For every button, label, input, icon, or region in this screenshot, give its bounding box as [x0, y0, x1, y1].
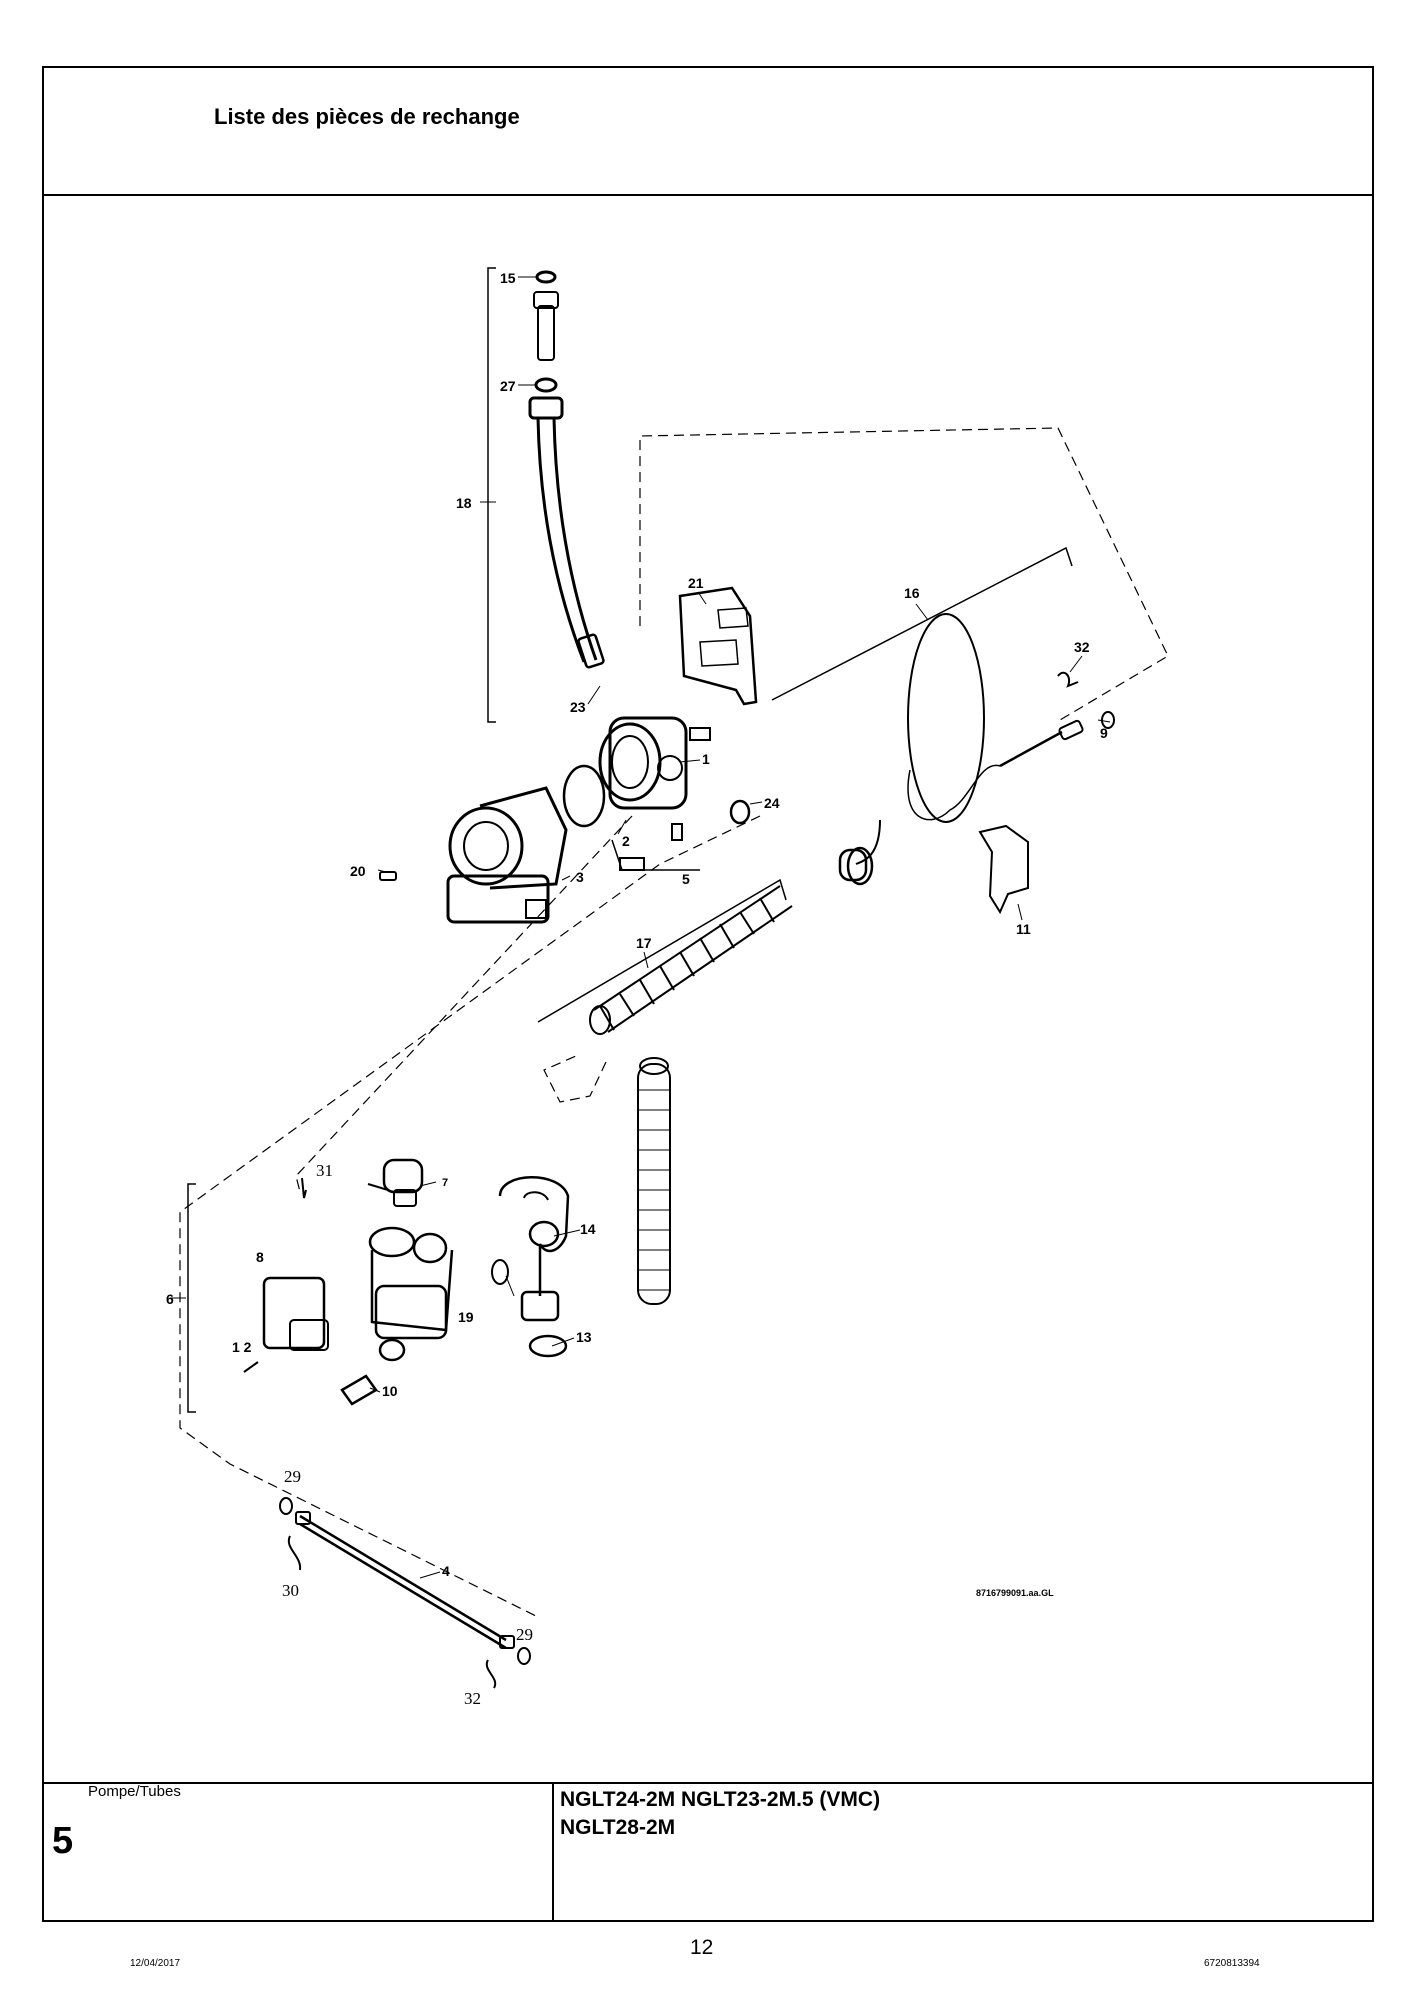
callout-18: 18 — [456, 495, 472, 511]
callout-1: 1 — [702, 751, 710, 767]
section-number: 5 — [52, 1820, 74, 1862]
callout-4: 4 — [442, 1563, 450, 1579]
callout-13: 13 — [576, 1329, 592, 1345]
callout-3: 3 — [576, 869, 584, 885]
callout-5: 5 — [682, 871, 690, 887]
callout-9: 9 — [1100, 725, 1108, 741]
header-divider — [44, 194, 1372, 196]
callout-29-bottom: 29 — [516, 1625, 533, 1644]
callout-27: 27 — [500, 378, 516, 394]
callout-12: 1 2 — [232, 1339, 252, 1355]
model-line-1: NGLT24-2M NGLT23-2M.5 (VMC) — [560, 1788, 881, 1811]
callout-30: 30 — [282, 1581, 299, 1600]
footer-divider — [44, 1782, 1372, 1784]
callout-7: 7 — [442, 1177, 448, 1189]
callout-11: 11 — [1016, 921, 1031, 937]
page-number: 12 — [690, 1936, 714, 1959]
callout-16: 16 — [904, 585, 920, 601]
section-label: Pompe/Tubes — [88, 1783, 181, 1800]
callout-31: 31 — [316, 1161, 333, 1180]
callout-15: 15 — [500, 270, 516, 286]
callout-8: 8 — [256, 1249, 264, 1265]
callout-23: 23 — [570, 699, 586, 715]
callout-32-top: 32 — [1074, 639, 1090, 655]
callout-19: 19 — [458, 1309, 474, 1325]
page-frame: Liste des pièces de rechange Pompe/Tubes… — [42, 66, 1374, 1922]
document-number: 6720813394 — [1204, 1958, 1260, 1969]
callout-2: 2 — [622, 833, 630, 849]
callout-24: 24 — [764, 795, 780, 811]
drawing-reference: 8716799091.aa.GL — [976, 1588, 1054, 1598]
footer-column-divider — [552, 1782, 554, 1922]
callout-14: 14 — [580, 1221, 596, 1237]
callout-6: 6 — [166, 1291, 174, 1307]
callout-29-top: 29 — [284, 1467, 301, 1486]
callout-10: 10 — [382, 1383, 398, 1399]
model-line-2: NGLT28-2M — [560, 1816, 676, 1839]
page-title: Liste des pièces de rechange — [214, 104, 520, 129]
callout-20: 20 — [350, 863, 366, 879]
page-date: 12/04/2017 — [130, 1958, 181, 1969]
callout-21: 21 — [688, 575, 704, 591]
callout-32-bottom: 32 — [464, 1689, 481, 1708]
callout-17: 17 — [636, 935, 652, 951]
